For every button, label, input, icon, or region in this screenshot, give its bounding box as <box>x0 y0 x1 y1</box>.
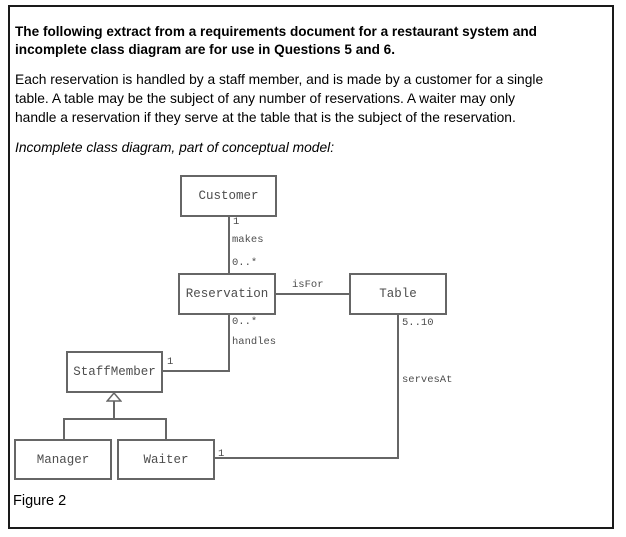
table-multiplicity: 5..10 <box>402 317 434 329</box>
paragraph-line-2: table. A table may be the subject of any… <box>15 91 516 107</box>
handles-label: handles <box>232 336 277 348</box>
diagram-caption: Incomplete class diagram, part of concep… <box>15 140 335 155</box>
table-class-box: Table <box>349 273 447 315</box>
manager-class-box: Manager <box>14 439 112 480</box>
requirements-paragraph: Each reservation is handled by a staff m… <box>15 70 609 128</box>
staffmember-class-box: StaffMember <box>66 351 163 393</box>
customer-class-box: Customer <box>180 175 277 217</box>
customer-multiplicity: 1 <box>233 216 240 228</box>
servesat-association-line-horizontal <box>215 457 399 459</box>
intro-heading: The following extract from a requirement… <box>15 23 607 58</box>
reservation-multiplicity-handles: 0..* <box>232 316 258 328</box>
handles-association-line-horizontal <box>163 370 230 372</box>
waiter-multiplicity: 1 <box>218 448 225 460</box>
servesat-label: servesAt <box>402 374 453 386</box>
isfor-label: isFor <box>292 279 324 291</box>
makes-label: makes <box>232 234 264 246</box>
servesat-association-line-vertical <box>397 315 399 459</box>
generalization-drop-manager <box>63 418 65 439</box>
heading-line-2: incomplete class diagram are for use in … <box>15 41 395 57</box>
reservation-multiplicity-makes: 0..* <box>232 257 258 269</box>
handles-association-line-vertical <box>228 315 230 372</box>
isfor-association-line <box>276 293 349 295</box>
heading-line-1: The following extract from a requirement… <box>15 24 537 39</box>
generalization-cross-line <box>63 418 167 420</box>
makes-association-line <box>228 217 230 273</box>
generalization-arrow-icon <box>106 392 122 402</box>
figure-label: Figure 2 <box>13 493 67 509</box>
generalization-stem-line <box>113 401 115 419</box>
paragraph-line-1: Each reservation is handled by a staff m… <box>15 72 544 87</box>
reservation-class-box: Reservation <box>178 273 276 315</box>
staffmember-multiplicity: 1 <box>167 356 174 368</box>
waiter-class-box: Waiter <box>117 439 215 480</box>
generalization-drop-waiter <box>165 418 167 439</box>
paragraph-line-3: handle a reservation if they serve at th… <box>15 110 516 126</box>
